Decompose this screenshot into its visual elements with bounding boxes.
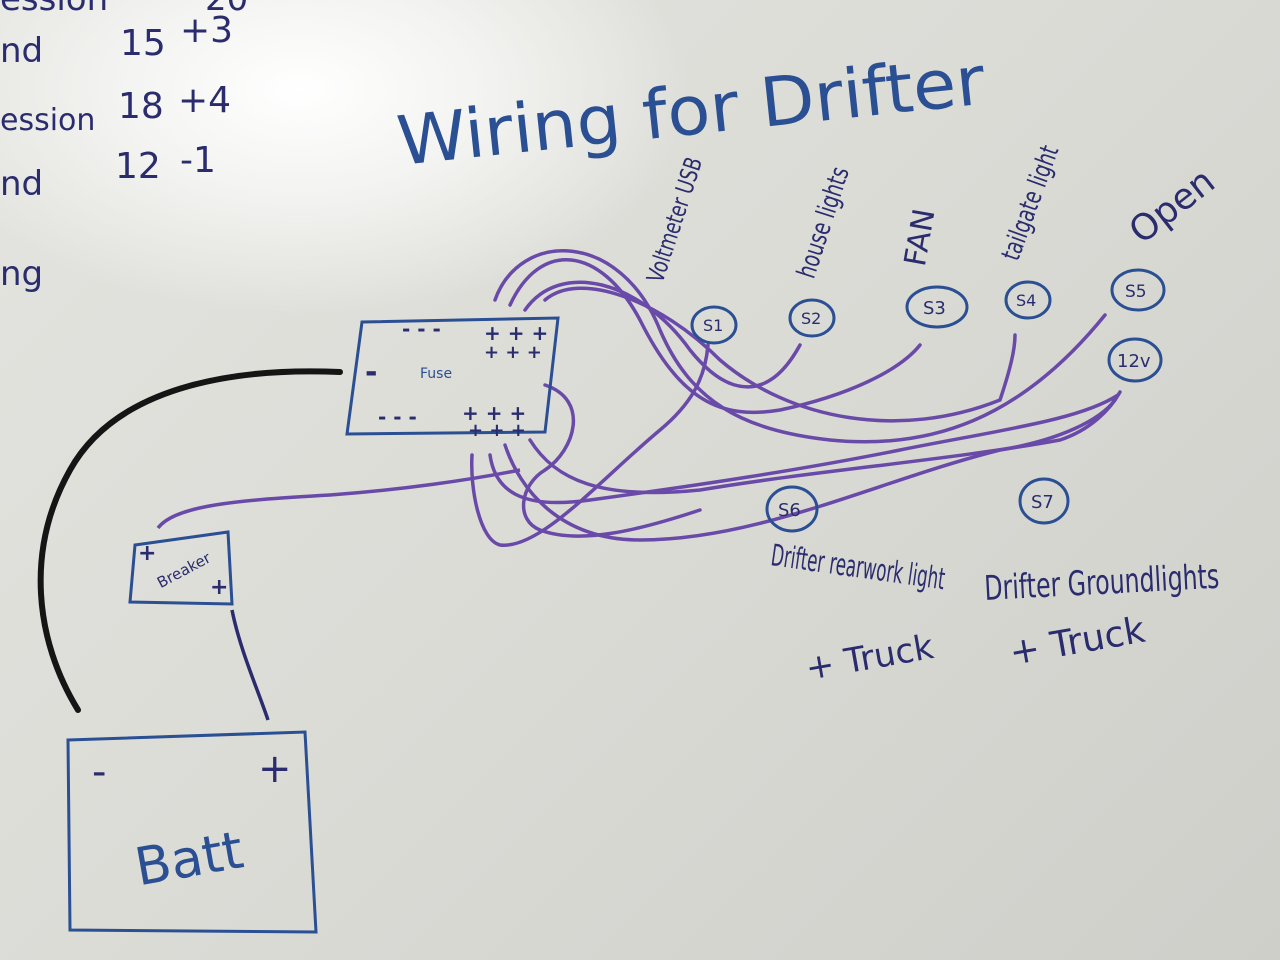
breaker-positive-terminal: + <box>210 575 228 600</box>
breaker: Breaker + + <box>128 530 234 606</box>
circuit-s3: FAN S3 <box>898 206 969 329</box>
ground-wire <box>37 368 343 713</box>
battery-label: Batt <box>131 820 248 898</box>
circuit-sub-label: + Truck <box>803 627 937 689</box>
circuit-s2: house lights S2 <box>788 163 856 338</box>
circuit-s7: S7 Drifter Groundlights + Truck <box>983 477 1220 674</box>
circuit-s4: tailgate light S4 <box>996 142 1065 320</box>
fuse-positive-slots: + + + <box>462 401 526 425</box>
fuse-positive-slots: + + + <box>484 342 542 363</box>
circuit-12v: 12v <box>1107 337 1163 383</box>
circuit-label: Drifter Groundlights <box>983 557 1220 609</box>
breaker-label: Breaker <box>154 548 214 592</box>
circuit-sub-label: + Truck <box>1006 610 1148 674</box>
score-row-delta: -1 <box>180 140 216 181</box>
score-row-delta: +3 <box>180 10 233 51</box>
circuit-id: 12v <box>1117 351 1151 372</box>
fuse-label: Fuse <box>420 366 452 382</box>
battery-positive-terminal: + <box>258 746 292 792</box>
score-row-value: 18 <box>118 86 164 127</box>
fuse-ground-slots: - - - <box>402 317 441 341</box>
circuit-label: FAN <box>898 206 942 269</box>
circuit-id: S1 <box>703 316 723 335</box>
circuit-s6: S6 Drifter rearwork light + Truck <box>765 485 947 689</box>
battery-negative-terminal: - <box>92 749 106 795</box>
circuit-id: S7 <box>1031 492 1054 513</box>
fuse-box: Fuse - - - - - - - + + + + + + + + + + +… <box>345 316 560 441</box>
circuit-id: S4 <box>1016 291 1036 310</box>
score-row-value: 12 <box>115 146 161 187</box>
score-row-value: 20 <box>205 0 248 19</box>
score-row-label: ng <box>0 254 43 294</box>
circuit-id: S3 <box>923 298 946 319</box>
score-row-delta: +4 <box>178 80 231 121</box>
battery: - + Batt <box>66 730 318 934</box>
circuit-label: house lights <box>792 163 856 282</box>
circuit-wires <box>470 249 1122 547</box>
score-row-label: ession <box>0 0 108 19</box>
score-row-label: ession <box>0 103 95 138</box>
battery-positive-wire <box>230 609 270 721</box>
circuit-id: S2 <box>801 309 821 328</box>
breaker-fuse-wire <box>156 468 521 530</box>
fuse-positive-slots: + + + <box>468 420 526 441</box>
fuse-positive-slots: + + + <box>484 321 548 345</box>
circuit-s5: Open S5 <box>1110 161 1223 312</box>
circuit-label: tailgate light <box>996 142 1065 265</box>
fuse-negative-terminal: - <box>365 355 377 390</box>
breaker-positive-terminal: + <box>138 541 156 566</box>
circuit-label: Drifter rearwork light <box>769 538 947 597</box>
circuit-label: Voltmeter USB <box>641 154 708 286</box>
score-row-value: 15 <box>120 23 166 64</box>
score-row-label: nd <box>0 164 43 204</box>
circuit-id: S6 <box>778 500 801 521</box>
score-row-label: nd <box>0 31 43 71</box>
circuit-id: S5 <box>1125 282 1147 302</box>
fuse-ground-slots: - - - <box>378 405 417 429</box>
scoreboard: ession 20 nd 15 +3 ession 18 +4 nd 12 -1… <box>0 0 248 294</box>
circuit-label: Open <box>1122 161 1223 253</box>
